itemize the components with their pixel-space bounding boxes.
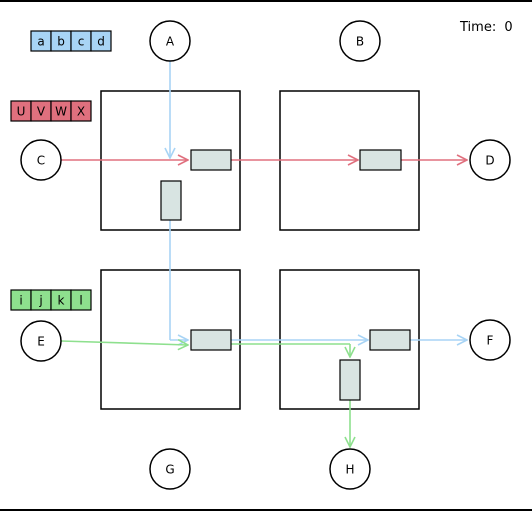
queue-red-token-label: U [17,105,26,119]
node-a-label: A [166,35,175,49]
node-h-label: H [345,463,354,477]
queue-red-token-label: V [37,105,46,119]
node-c: C [20,139,62,181]
green-flow-e-to-bottom-left [60,341,188,345]
slot-bottom-right-vertical [339,359,361,401]
slot-bottom-left-horizontal [190,329,232,351]
slot-top-right-horizontal [359,149,402,171]
node-g: G [149,448,191,490]
node-h: H [329,448,371,490]
queue-green-token: j [30,289,52,311]
queue-blue-token-label: b [57,35,65,49]
queue-red-token-label: W [55,105,67,119]
queue-green-token-label: i [19,294,22,308]
queue-blue-token-label: d [97,35,105,49]
queue-blue-token-label: c [78,35,85,49]
queue-green-token: i [10,289,32,311]
node-d-label: D [485,154,494,168]
node-a: A [149,20,191,62]
node-f: F [469,319,511,361]
time-value: 0 [504,20,512,35]
slot-top-left-vertical [160,180,182,221]
node-e-label: E [37,335,45,349]
queue-green-token: k [50,289,72,311]
node-d: D [469,139,511,181]
queue-blue-token: c [70,30,92,52]
queue-blue-token: a [30,30,52,52]
queue-red-token: U [10,100,32,122]
queue-green-token: l [70,289,92,311]
node-c-label: C [37,154,45,168]
node-e: E [20,320,62,362]
queue-red-token: V [30,100,52,122]
queue-green-token-label: j [38,294,42,308]
time-readout: Time: 0 [459,20,513,35]
queue-blue-token-label: a [37,35,44,49]
slot-bottom-right-horizontal [369,329,411,351]
node-f-label: F [487,334,494,348]
queue-blue-token: b [50,30,72,52]
queue-green-token-label: k [58,294,65,308]
queue-red-token: X [70,100,92,122]
queue-red-token-label: X [77,105,85,119]
time-label: Time: [459,20,496,35]
queue-red-token: W [50,100,72,122]
node-b: B [339,20,381,62]
queue-green-token-label: l [79,294,82,308]
queue-blue-token: d [90,30,112,52]
node-b-label: B [356,35,364,49]
node-g-label: G [165,463,174,477]
slot-top-left-horizontal [190,149,232,171]
